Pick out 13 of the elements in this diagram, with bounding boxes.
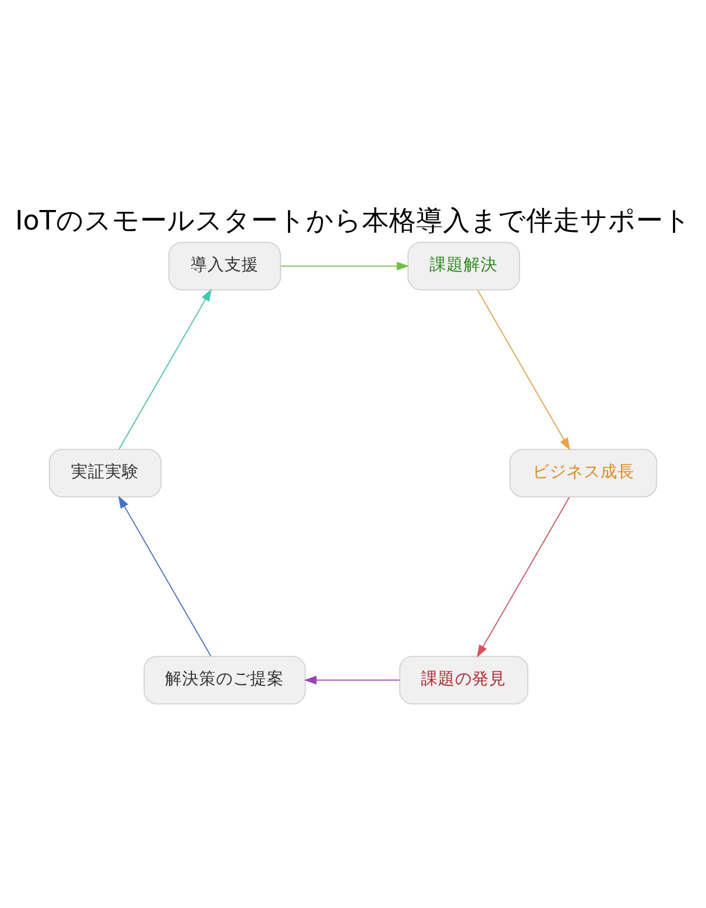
arrow [304, 676, 400, 684]
diagram-title: IoTのスモールスタートから本格導入まで伴走サポート [15, 206, 691, 237]
arrow [118, 496, 212, 656]
arrow [477, 290, 570, 450]
node-box: 導入支援 [168, 242, 281, 290]
node-box: 課題の発見 [399, 656, 528, 704]
arrow [476, 497, 570, 658]
node-box: 解決策のご提案 [144, 656, 306, 704]
node-box: 課題解決 [407, 242, 520, 290]
node-box: ビジネス成長 [509, 448, 658, 498]
arrow [118, 288, 212, 450]
node-box: 実証実験 [48, 448, 162, 498]
arrow [280, 262, 410, 270]
